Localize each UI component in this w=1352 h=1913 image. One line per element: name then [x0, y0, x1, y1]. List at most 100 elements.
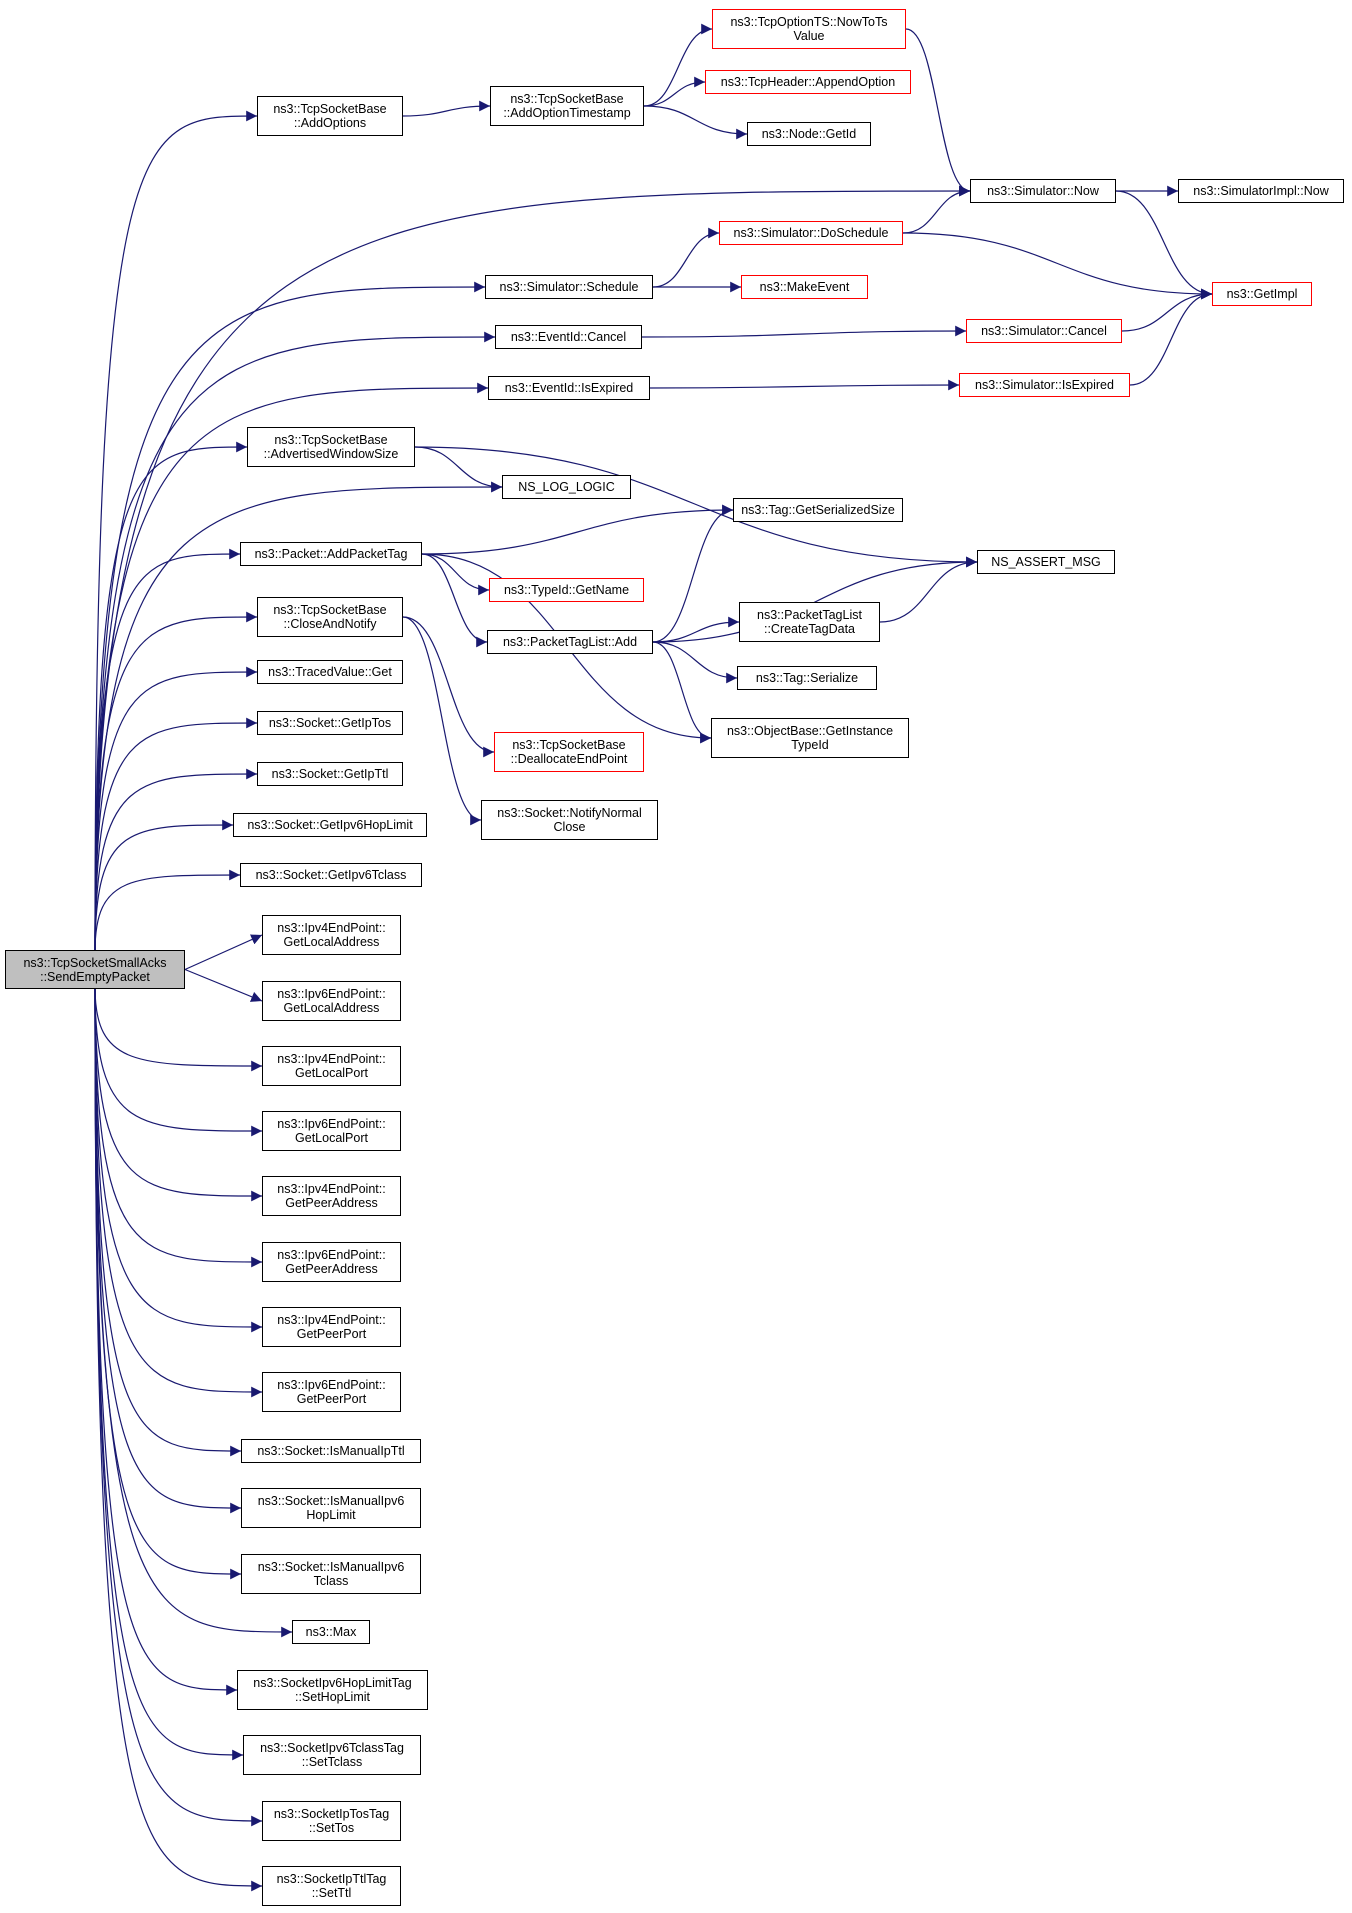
edge-addoptts-to-appendopt: [643, 76, 706, 107]
node-ns3-tcpsocketbase-addoptiontimestamp[interactable]: ns3::TcpSocketBase ::AddOptionTimestamp: [490, 86, 644, 126]
edge-root-to-ismanhop: [94, 986, 242, 1514]
node-ns3-ipv6endpoint-getlocalport[interactable]: ns3::Ipv6EndPoint:: GetLocalPort: [262, 1111, 401, 1151]
node-ns3-ipv6endpoint-getlocaladdress[interactable]: ns3::Ipv6EndPoint:: GetLocalAddress: [262, 981, 401, 1021]
edge-closenotify-to-dealloc: [402, 616, 495, 758]
edge-ptladd-to-tagsersize: [652, 504, 734, 643]
edge-root-to-evcancel: [94, 331, 496, 953]
node-ns-assert-msg[interactable]: NS_ASSERT_MSG: [977, 550, 1115, 574]
edge-root-to-v4locport: [94, 986, 263, 1072]
edge-root-to-getiptos: [94, 717, 258, 953]
edge-doschedule-to-getimpl: [902, 232, 1213, 300]
edge-simexpired-to-getimpl: [1129, 288, 1213, 386]
node-ns3-tcpsocketbase-closeandnotify[interactable]: ns3::TcpSocketBase ::CloseAndNotify: [257, 597, 403, 637]
node-ns3-socketipv6tclasstag-settclass[interactable]: ns3::SocketIpv6TclassTag ::SetTclass: [243, 1735, 421, 1775]
node-ns3-packet-addpackettag[interactable]: ns3::Packet::AddPacketTag: [240, 542, 422, 566]
edge-root-to-setttl: [94, 986, 263, 1892]
edge-root-to-ismantcl: [94, 986, 242, 1580]
node-ns3-ipv4endpoint-getpeeraddress[interactable]: ns3::Ipv4EndPoint:: GetPeerAddress: [262, 1176, 401, 1216]
edge-ptlcreate-to-nsassert: [879, 556, 978, 623]
node-ns3-socket-ismanualipv6-tclass[interactable]: ns3::Socket::IsManualIpv6 Tclass: [241, 1554, 421, 1594]
edge-root-to-v4peeraddr: [94, 986, 263, 1202]
node-ns3-tag-serialize[interactable]: ns3::Tag::Serialize: [737, 666, 877, 690]
edge-root-to-v4locaddr: [184, 934, 263, 971]
node-ns3-tcpheader-appendoption[interactable]: ns3::TcpHeader::AppendOption: [705, 70, 911, 94]
node-ns3-getimpl[interactable]: ns3::GetImpl: [1212, 282, 1312, 306]
edge-addpkttag-to-typeidname: [421, 553, 490, 596]
edge-nowtots-to-simnow: [905, 28, 971, 197]
node-ns3-simulatorimpl-now[interactable]: ns3::SimulatorImpl::Now: [1178, 179, 1344, 203]
node-ns3-socket-ismanualipttl[interactable]: ns3::Socket::IsManualIpTtl: [241, 1439, 421, 1463]
edge-simcancel-to-getimpl: [1121, 288, 1213, 332]
node-ns3-simulator-isexpired[interactable]: ns3::Simulator::IsExpired: [959, 373, 1130, 397]
node-ns3-simulator-schedule[interactable]: ns3::Simulator::Schedule: [485, 275, 653, 299]
node-ns3-packettaglist-add[interactable]: ns3::PacketTagList::Add: [487, 630, 653, 654]
edge-addpkttag-to-tagsersize: [421, 504, 734, 555]
node-ns3-tcpsocketbase-advertisedwindowsize[interactable]: ns3::TcpSocketBase ::AdvertisedWindowSiz…: [247, 427, 415, 467]
node-ns3-socket-getiptos[interactable]: ns3::Socket::GetIpTos: [257, 711, 403, 735]
edge-root-to-nslog: [94, 481, 503, 953]
node-ns3-typeid-getname[interactable]: ns3::TypeId::GetName: [489, 578, 644, 602]
node-ns3-tcpoptionts-nowtots-value[interactable]: ns3::TcpOptionTS::NowToTs Value: [712, 9, 906, 49]
node-ns3-simulator-now[interactable]: ns3::Simulator::Now: [970, 179, 1116, 203]
node-ns3-simulator-cancel[interactable]: ns3::Simulator::Cancel: [966, 319, 1122, 343]
edge-closenotify-to-notifyclose: [402, 616, 482, 826]
edge-root-to-addpkttag: [94, 548, 241, 953]
edge-ptladd-to-objinst: [652, 641, 712, 744]
node-ns-log-logic[interactable]: NS_LOG_LOGIC: [502, 475, 631, 499]
node-ns3-socket-ismanualipv6-hoplimit[interactable]: ns3::Socket::IsManualIpv6 HopLimit: [241, 1488, 421, 1528]
node-ns3-socket-getipv6hoplimit[interactable]: ns3::Socket::GetIpv6HopLimit: [233, 813, 427, 837]
node-ns3-ipv6endpoint-getpeeraddress[interactable]: ns3::Ipv6EndPoint:: GetPeerAddress: [262, 1242, 401, 1282]
edge-root-to-v6peerport: [94, 986, 263, 1398]
edge-root-to-advwin: [94, 441, 248, 953]
node-ns3-ipv4endpoint-getlocalport[interactable]: ns3::Ipv4EndPoint:: GetLocalPort: [262, 1046, 401, 1086]
edge-addoptions-to-addoptts: [402, 100, 491, 117]
edge-root-to-v6locaddr: [184, 968, 263, 1002]
edge-addoptts-to-nowtots: [643, 23, 713, 107]
edge-root-to-tracedget: [94, 666, 258, 953]
node-ns3-objectbase-getinstance-typeid[interactable]: ns3::ObjectBase::GetInstance TypeId: [711, 718, 909, 758]
node-ns3-eventid-isexpired[interactable]: ns3::EventId::IsExpired: [488, 376, 650, 400]
edge-simnow-to-getimpl: [1115, 190, 1213, 300]
edge-root-to-getipttl: [94, 768, 258, 953]
node-ns3-makeevent[interactable]: ns3::MakeEvent: [741, 275, 868, 299]
edge-evcancel-to-simcancel: [641, 325, 967, 338]
edge-advwin-to-nslog: [414, 446, 503, 493]
node-ns3-socketipttltag-setttl[interactable]: ns3::SocketIpTtlTag ::SetTtl: [262, 1866, 401, 1906]
node-ns3-socket-notifynormal-close[interactable]: ns3::Socket::NotifyNormal Close: [481, 800, 658, 840]
edge-ptladd-to-tagserialize: [652, 641, 738, 684]
edge-root-to-v4peerport: [94, 986, 263, 1333]
node-ns3-ipv4endpoint-getpeerport[interactable]: ns3::Ipv4EndPoint:: GetPeerPort: [262, 1307, 401, 1347]
edge-root-to-addoptions: [94, 110, 258, 953]
node-ns3-ipv6endpoint-getpeerport[interactable]: ns3::Ipv6EndPoint:: GetPeerPort: [262, 1372, 401, 1412]
node-ns3-simulator-doschedule[interactable]: ns3::Simulator::DoSchedule: [719, 221, 903, 245]
node-ns3-socketipv6hoplimittag-sethoplimit[interactable]: ns3::SocketIpv6HopLimitTag ::SetHopLimit: [237, 1670, 428, 1710]
node-ns3-tag-getserializedsize[interactable]: ns3::Tag::GetSerializedSize: [733, 498, 903, 522]
edge-root-to-gettclass: [94, 869, 241, 953]
node-ns3-tracedvalue-get[interactable]: ns3::TracedValue::Get: [257, 660, 403, 684]
node-ns3-tcpsocketbase-addoptions[interactable]: ns3::TcpSocketBase ::AddOptions: [257, 96, 403, 136]
edge-evexpired-to-simexpired: [649, 379, 960, 391]
node-ns3-node-getid[interactable]: ns3::Node::GetId: [747, 122, 871, 146]
edge-addoptts-to-nodegetid: [643, 105, 748, 140]
node-ns3-eventid-cancel[interactable]: ns3::EventId::Cancel: [495, 325, 642, 349]
edge-root-to-ismanttl: [94, 986, 242, 1457]
edge-root-to-v6peeraddr: [94, 986, 263, 1268]
node-ns3-ipv4endpoint-getlocaladdress[interactable]: ns3::Ipv4EndPoint:: GetLocalAddress: [262, 915, 401, 955]
node-ns3-max[interactable]: ns3::Max: [292, 1620, 370, 1644]
node-ns3-tcpsocketsmallacks-sendemptypacket: ns3::TcpSocketSmallAcks ::SendEmptyPacke…: [5, 950, 185, 989]
edge-root-to-schedule: [94, 281, 486, 953]
node-ns3-socketiptostag-settos[interactable]: ns3::SocketIpTosTag ::SetTos: [262, 1801, 401, 1841]
edge-root-to-v6locport: [94, 986, 263, 1137]
node-ns3-socket-getipv6tclass[interactable]: ns3::Socket::GetIpv6Tclass: [240, 863, 422, 887]
edge-ptladd-to-ptlcreate: [652, 616, 740, 643]
node-ns3-socket-getipttl[interactable]: ns3::Socket::GetIpTtl: [257, 762, 403, 786]
node-ns3-packettaglist-createtagdata[interactable]: ns3::PacketTagList ::CreateTagData: [739, 602, 880, 642]
edge-root-to-gethoplim: [94, 819, 234, 953]
node-ns3-tcpsocketbase-deallocateendpoint[interactable]: ns3::TcpSocketBase ::DeallocateEndPoint: [494, 732, 644, 772]
edge-doschedule-to-simnow: [902, 185, 971, 234]
edge-schedule-to-doschedule: [652, 227, 720, 288]
edge-root-to-sethop: [94, 986, 238, 1696]
edge-root-to-closenotify: [94, 611, 258, 953]
